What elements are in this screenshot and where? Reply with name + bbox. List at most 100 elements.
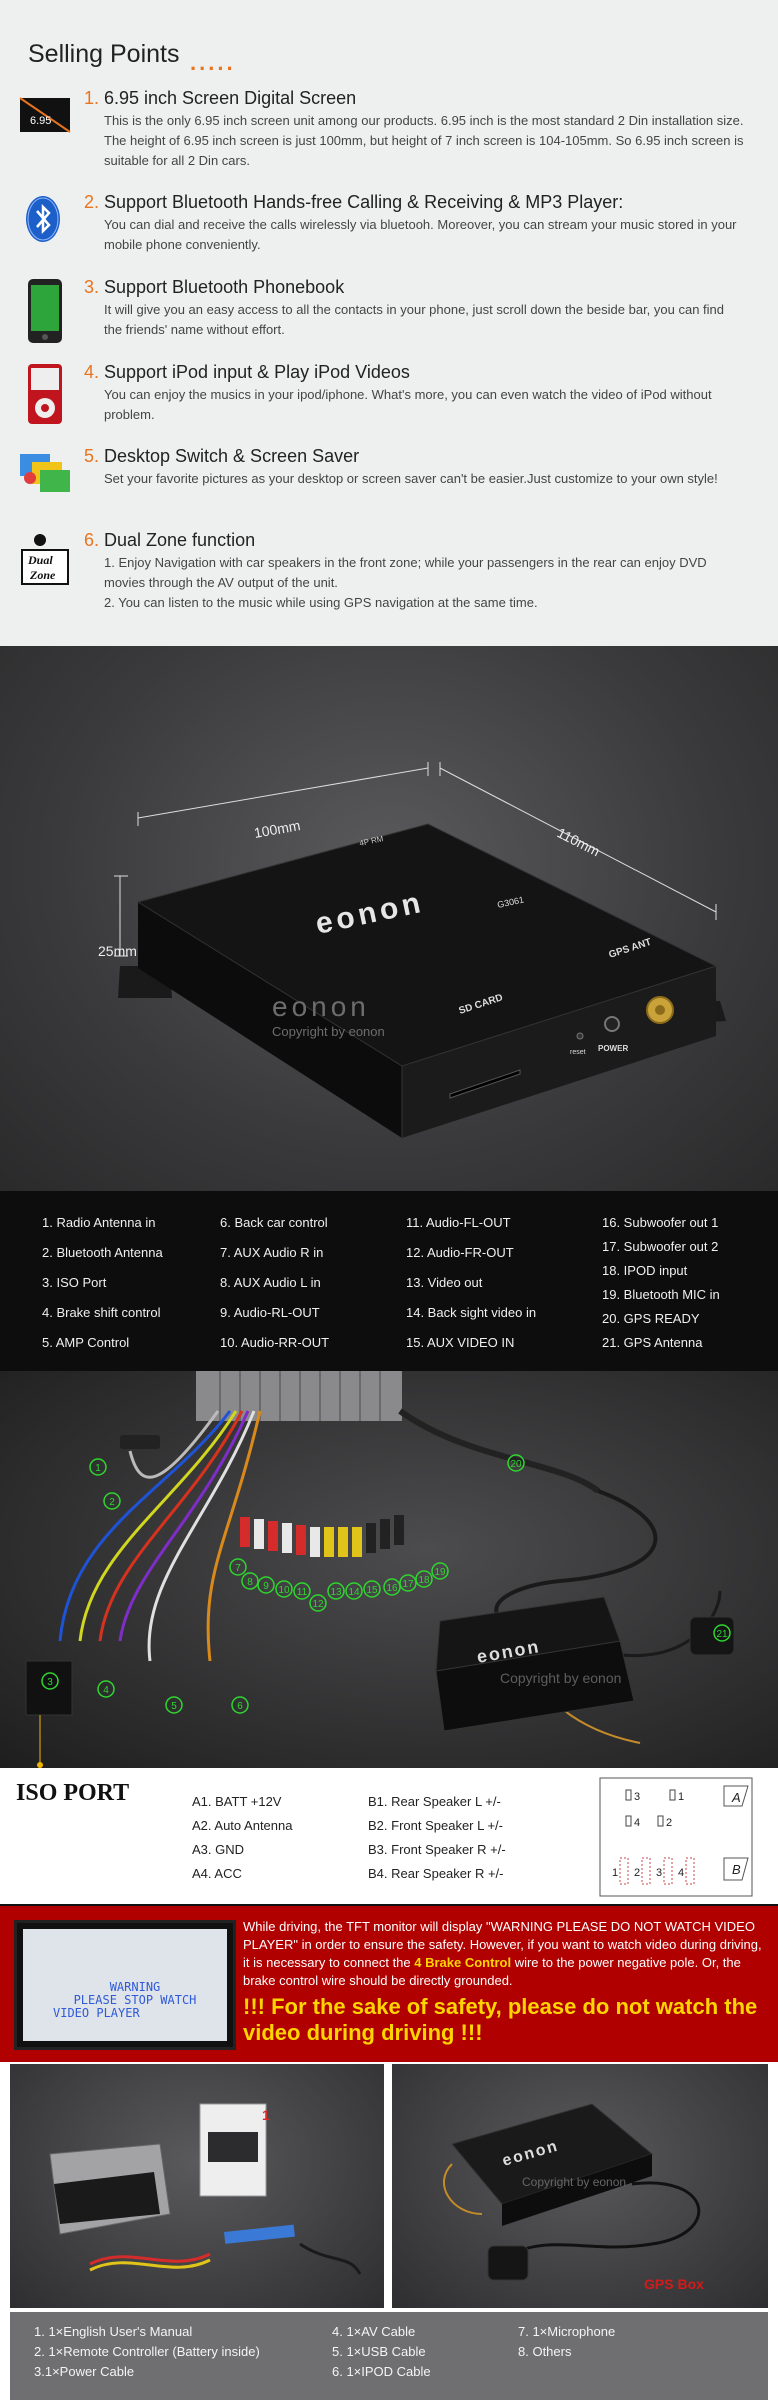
legend-item: 14. Back sight video in xyxy=(406,1305,537,1320)
sd-slot xyxy=(449,1069,521,1099)
dual-zone-icon: Dual Zone xyxy=(21,534,69,585)
height-label: 25mm xyxy=(98,943,137,959)
brake-control-highlight: 4 Brake Control xyxy=(414,1955,512,1970)
point-title: Desktop Switch & Screen Saver xyxy=(104,446,360,466)
wiring-drawing: eonon Copyright by eonon 1 2 3 xyxy=(25,1371,735,1768)
legend-item: 17. Subwoofer out 2 xyxy=(602,1239,719,1254)
svg-text:Zone: Zone xyxy=(29,568,56,582)
legend-item: 6. Back car control xyxy=(220,1215,328,1230)
marker-18: 18 xyxy=(418,1575,430,1586)
legend-item: 2. Bluetooth Antenna xyxy=(42,1245,163,1260)
marker-8: 8 xyxy=(247,1577,253,1588)
marker-3: 3 xyxy=(47,1677,53,1688)
gps-box-label: GPS Box xyxy=(644,2276,704,2292)
pin-label: B1. Rear Speaker L +/- xyxy=(368,1794,501,1809)
screen-line: VIDEO PLAYER xyxy=(53,2006,140,2020)
diagram-label: 1 xyxy=(612,1867,618,1879)
marker-15: 15 xyxy=(366,1585,378,1596)
pin-label: B3. Front Speaker R +/- xyxy=(368,1842,506,1857)
marker-11: 11 xyxy=(297,1587,308,1598)
legend-item: 3. ISO Port xyxy=(42,1275,107,1290)
screen-line: WARNING xyxy=(109,1980,161,1994)
copyright-watermark: Copyright by eonon xyxy=(522,2175,626,2189)
dimensions-photo: 100mm 110mm 25mm eonon G3061 4P RM GPS A… xyxy=(0,646,778,1191)
point-text: It will give you an easy access to all t… xyxy=(104,302,725,337)
package-contents-photo: 1 xyxy=(10,2064,384,2308)
package-item: 8. Others xyxy=(518,2344,572,2359)
marker-20: 20 xyxy=(510,1459,522,1470)
package-column-3: 7. 1×Microphone 8. Others xyxy=(518,2324,615,2364)
gps-box-photo: eonon Copyright by eonon GPS Box xyxy=(392,2064,768,2308)
marker-5: 5 xyxy=(171,1701,177,1712)
package-item: 4. 1×AV Cable xyxy=(332,2324,416,2339)
package-list: 1. 1×English User's Manual 2. 1×Remote C… xyxy=(10,2312,768,2400)
pin-label: A1. BATT +12V xyxy=(192,1794,282,1809)
svg-text:Dual: Dual xyxy=(27,553,53,567)
marker-16: 16 xyxy=(386,1583,398,1594)
iso-title: ISO PORT xyxy=(16,1780,130,1806)
point-text: Set your favorite pictures as your deskt… xyxy=(104,471,718,486)
iso-port-section: ISO PORT A1. BATT +12V A2. Auto Antenna … xyxy=(0,1768,778,1906)
legend-item: 21. GPS Antenna xyxy=(602,1335,703,1350)
point-title: Support Bluetooth Phonebook xyxy=(104,277,345,297)
point-text-2: 2. You can listen to the music while usi… xyxy=(104,595,538,610)
package-column-2: 4. 1×AV Cable 5. 1×USB Cable 6. 1×IPOD C… xyxy=(332,2324,431,2384)
package-item: 2. 1×Remote Controller (Battery inside) xyxy=(34,2344,260,2359)
connection-legend: 1. Radio Antenna in 2. Bluetooth Antenna… xyxy=(0,1191,778,1371)
marker-1: 1 xyxy=(95,1463,101,1474)
section-title: Selling Points xyxy=(28,40,180,68)
legend-column-4: 16. Subwoofer out 1 17. Subwoofer out 2 … xyxy=(602,1215,720,1359)
pin-label: A3. GND xyxy=(192,1842,245,1857)
point-title: Support Bluetooth Hands-free Calling & R… xyxy=(104,192,624,212)
watermark-logo: eonon xyxy=(272,991,370,1022)
package-item: 3.1×Power Cable xyxy=(34,2364,135,2379)
power-port xyxy=(604,1016,620,1032)
marker-13: 13 xyxy=(330,1587,342,1598)
marker-7: 7 xyxy=(235,1563,241,1574)
ipod-icon xyxy=(28,364,62,424)
iso-a-pins: A1. BATT +12V A2. Auto Antenna A3. GND A… xyxy=(192,1794,292,1890)
package-column-1: 1. 1×English User's Manual 2. 1×Remote C… xyxy=(34,2324,260,2384)
legend-item: 19. Bluetooth MIC in xyxy=(602,1287,720,1302)
point-title: Dual Zone function xyxy=(104,530,256,550)
legend-item: 18. IPOD input xyxy=(602,1263,688,1278)
point-number: 4. xyxy=(84,362,100,382)
legend-item: 4. Brake shift control xyxy=(42,1305,161,1320)
point-number: 3. xyxy=(84,277,100,297)
pin-label: A2. Auto Antenna xyxy=(192,1818,293,1833)
diagram-label: 2 xyxy=(666,1817,672,1829)
diagram-label: 1 xyxy=(678,1791,684,1803)
package-item: 1. 1×English User's Manual xyxy=(34,2324,193,2339)
wiring-photo: eonon Copyright by eonon 1 2 3 xyxy=(0,1371,778,1768)
svg-text:6.95: 6.95 xyxy=(30,115,51,127)
gps-box-drawing: 100mm 110mm 25mm eonon G3061 4P RM GPS A… xyxy=(98,762,726,1138)
legend-column-3: 11. Audio-FL-OUT 12. Audio-FR-OUT 13. Vi… xyxy=(406,1215,536,1365)
phone-icon xyxy=(28,279,62,343)
bluetooth-icon xyxy=(26,196,60,242)
selling-points-section: Selling Points ..... 6.95 1. 6.95 inch S… xyxy=(0,0,778,646)
pin-label: A4. ACC xyxy=(192,1866,242,1881)
diagram-label: 2 xyxy=(634,1867,640,1879)
package-item: 5. 1×USB Cable xyxy=(332,2344,426,2359)
diagram-label: 3 xyxy=(656,1867,662,1879)
legend-item: 15. AUX VIDEO IN xyxy=(406,1335,515,1350)
legend-item: 8. AUX Audio L in xyxy=(220,1275,321,1290)
legend-item: 20. GPS READY xyxy=(602,1311,700,1326)
legend-item: 10. Audio-RR-OUT xyxy=(220,1335,330,1350)
desktop-pictures-icon xyxy=(20,454,70,492)
marker-17: 17 xyxy=(402,1579,414,1590)
depth-label: 110mm xyxy=(555,824,603,859)
warning-section: WARNING PLEASE STOP WATCH VIDEO PLAYER W… xyxy=(0,1906,778,2062)
copyright-watermark: Copyright by eonon xyxy=(272,1024,385,1039)
legend-item: 9. Audio-RL-OUT xyxy=(220,1305,320,1320)
warning-text: While driving, the TFT monitor will disp… xyxy=(243,1919,762,1988)
package-item: 7. 1×Microphone xyxy=(518,2324,616,2339)
point-text: You can dial and receive the calls wirel… xyxy=(104,217,737,252)
marker-6: 6 xyxy=(237,1701,243,1712)
marker-10: 10 xyxy=(278,1585,290,1596)
iso-connector-diagram: 3 1 4 2 1 2 3 4 A B xyxy=(599,1777,753,1897)
point-text: You can enjoy the musics in your ipod/ip… xyxy=(104,387,712,422)
point-number: 6. xyxy=(84,530,100,550)
power-label: POWER xyxy=(598,1044,628,1053)
width-label: 100mm xyxy=(253,817,302,841)
